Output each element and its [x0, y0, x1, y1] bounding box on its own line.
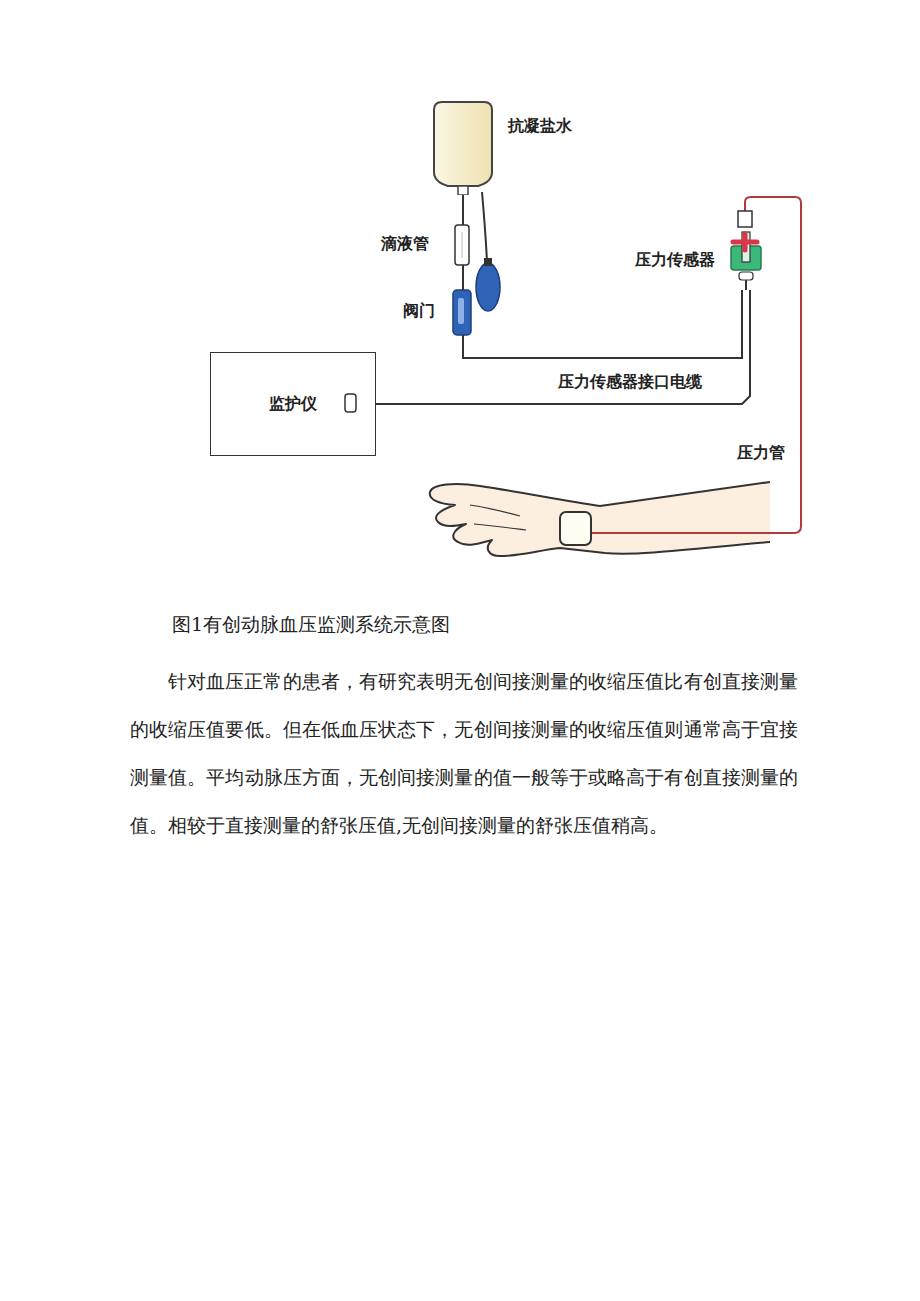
tube-connector [376, 290, 750, 404]
monitor-label: 监护仪 [269, 394, 317, 415]
valve-wheel [458, 298, 464, 324]
bag-label: 抗凝盐水 [508, 116, 572, 137]
saline-bag-shape [430, 100, 496, 195]
forearm-hand [430, 482, 770, 556]
drip-tube-label: 滴液管 [381, 234, 429, 255]
bag-outline [434, 102, 492, 186]
transducer-shape [727, 226, 765, 290]
roller-valve [453, 290, 471, 335]
monitor-port [345, 394, 356, 412]
stopcock [733, 234, 757, 250]
figure-caption: 图1有创动脉血压监测系统示意图 [172, 612, 450, 638]
pressure-tube-label: 压力管 [737, 443, 785, 464]
arterial-catheter-dressing [560, 512, 591, 545]
tube-connector [463, 195, 742, 358]
bag-port [458, 186, 468, 195]
saline-bag: 抗凝盐水 [430, 100, 496, 195]
finger-line [470, 505, 520, 516]
drip-chamber-inner [462, 232, 463, 258]
bulb-tube [482, 192, 487, 262]
pressure-tube [592, 197, 801, 533]
body-paragraph: 针对血压正常的患者，有研究表明无创间接测量的收缩压值比有创直接测量的收缩压值要低… [130, 657, 798, 849]
transducer-label: 压力传感器 [635, 250, 715, 271]
transducer-stem [745, 280, 747, 290]
valve-label: 阀门 [403, 301, 435, 322]
transducer-outlet [739, 272, 753, 280]
cable-label: 压力传感器接口电缆 [556, 372, 704, 393]
bulb-neck [484, 258, 492, 266]
pressure-transducer: 压力传感器 [727, 226, 765, 290]
finger-line [474, 524, 526, 530]
drip-chamber [455, 225, 469, 265]
squeeze-bulb [476, 263, 500, 311]
tube-cap [738, 211, 752, 227]
monitor-box: 监护仪 [210, 352, 376, 456]
